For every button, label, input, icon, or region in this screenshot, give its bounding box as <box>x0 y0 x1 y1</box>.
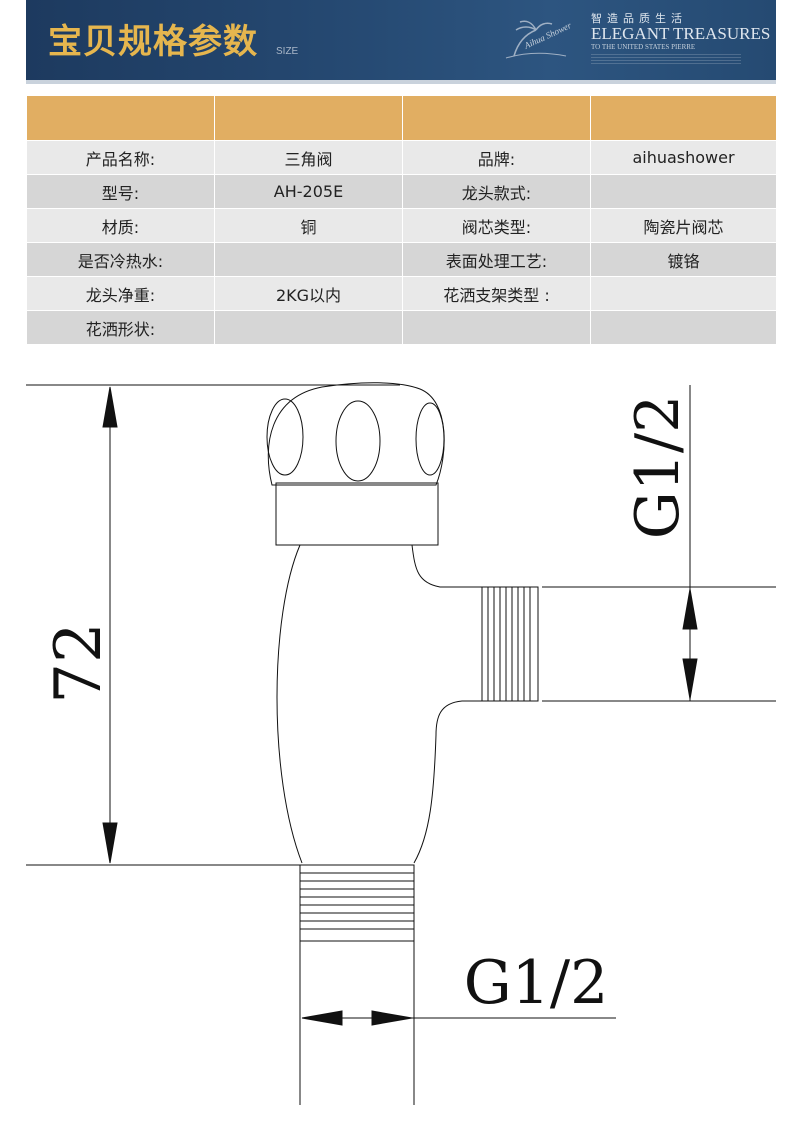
table-header-cell <box>26 95 215 141</box>
spec-value: 铜 <box>214 208 403 243</box>
table-header-cell <box>402 95 591 141</box>
header-banner: 宝贝规格参数 SIZE Aihua Shower 智造品质生活 ELEGANT … <box>26 0 776 80</box>
spec-label: 龙头净重: <box>26 276 215 311</box>
spec-value: aihuashower <box>590 140 777 175</box>
arrow-up-icon <box>102 386 118 428</box>
spec-label: 阀芯类型: <box>402 208 591 243</box>
spec-value: AH-205E <box>214 174 403 209</box>
page-title: 宝贝规格参数 <box>48 22 258 62</box>
side-thread-lines <box>487 587 531 701</box>
bottom-thread-lines <box>300 872 414 930</box>
valve-body-left <box>276 544 303 864</box>
page-subtitle: SIZE <box>276 46 299 57</box>
table-row: 材质: 铜 阀芯类型: 陶瓷片阀芯 <box>26 208 777 243</box>
table-row: 龙头净重: 2KG以内 花洒支架类型 : <box>26 276 777 311</box>
spec-value: 2KG以内 <box>214 276 403 311</box>
decorative-lines <box>591 54 741 66</box>
spec-label: 材质: <box>26 208 215 243</box>
spec-label: 产品名称: <box>26 140 215 175</box>
spec-label <box>402 310 591 345</box>
bottom-thread-label: G1/2 <box>464 948 609 1018</box>
handle-grip <box>335 400 381 482</box>
slogan-en-sub: TO THE UNITED STATES PIERRE <box>591 43 696 51</box>
height-dimension-label: 72 <box>42 622 116 703</box>
spec-label: 花洒形状: <box>26 310 215 345</box>
table-header-cell <box>214 95 403 141</box>
spec-label: 表面处理工艺: <box>402 242 591 277</box>
spec-value: 陶瓷片阀芯 <box>590 208 777 243</box>
spec-label: 是否冷热水: <box>26 242 215 277</box>
valve-body-right-bottom <box>413 700 482 864</box>
spec-label: 型号: <box>26 174 215 209</box>
logo-text: Aihua Shower <box>522 20 574 51</box>
banner-divider <box>26 80 776 84</box>
spec-label: 龙头款式: <box>402 174 591 209</box>
spec-value <box>214 310 403 345</box>
slogan-en: ELEGANT TREASURES <box>591 24 771 43</box>
table-header-row <box>26 95 777 141</box>
slogan-cn: 智造品质生活 <box>591 12 687 25</box>
arrow-down-icon <box>682 658 698 700</box>
spec-value <box>214 242 403 277</box>
spec-label: 花洒支架类型 : <box>402 276 591 311</box>
bottom-thread <box>299 864 415 942</box>
side-thread <box>481 586 539 702</box>
brand-logo: Aihua Shower <box>505 20 574 59</box>
table-header-cell <box>590 95 777 141</box>
arrow-right-icon <box>371 1010 413 1026</box>
valve-collar <box>275 482 439 546</box>
table-row: 型号: AH-205E 龙头款式: <box>26 174 777 209</box>
table-row: 花洒形状: <box>26 310 777 345</box>
handle-grip <box>266 398 304 476</box>
technical-drawing: 72 G1/2 G1/2 <box>26 382 776 1105</box>
handle-grip <box>415 402 445 476</box>
spec-value <box>590 310 777 345</box>
spec-value <box>590 276 777 311</box>
spec-label: 品牌: <box>402 140 591 175</box>
arrow-left-icon <box>301 1010 343 1026</box>
table-row: 是否冷热水: 表面处理工艺: 镀铬 <box>26 242 777 277</box>
spec-value: 镀铬 <box>590 242 777 277</box>
arrow-down-icon <box>102 822 118 864</box>
side-thread-label: G1/2 <box>623 395 693 540</box>
spec-value: 三角阀 <box>214 140 403 175</box>
arrow-up-icon <box>682 588 698 630</box>
spec-value <box>590 174 777 209</box>
valve-body-right-top <box>411 544 482 588</box>
spec-table: 产品名称: 三角阀 品牌: aihuashower 型号: AH-205E 龙头… <box>26 95 777 345</box>
table-row: 产品名称: 三角阀 品牌: aihuashower <box>26 140 777 175</box>
